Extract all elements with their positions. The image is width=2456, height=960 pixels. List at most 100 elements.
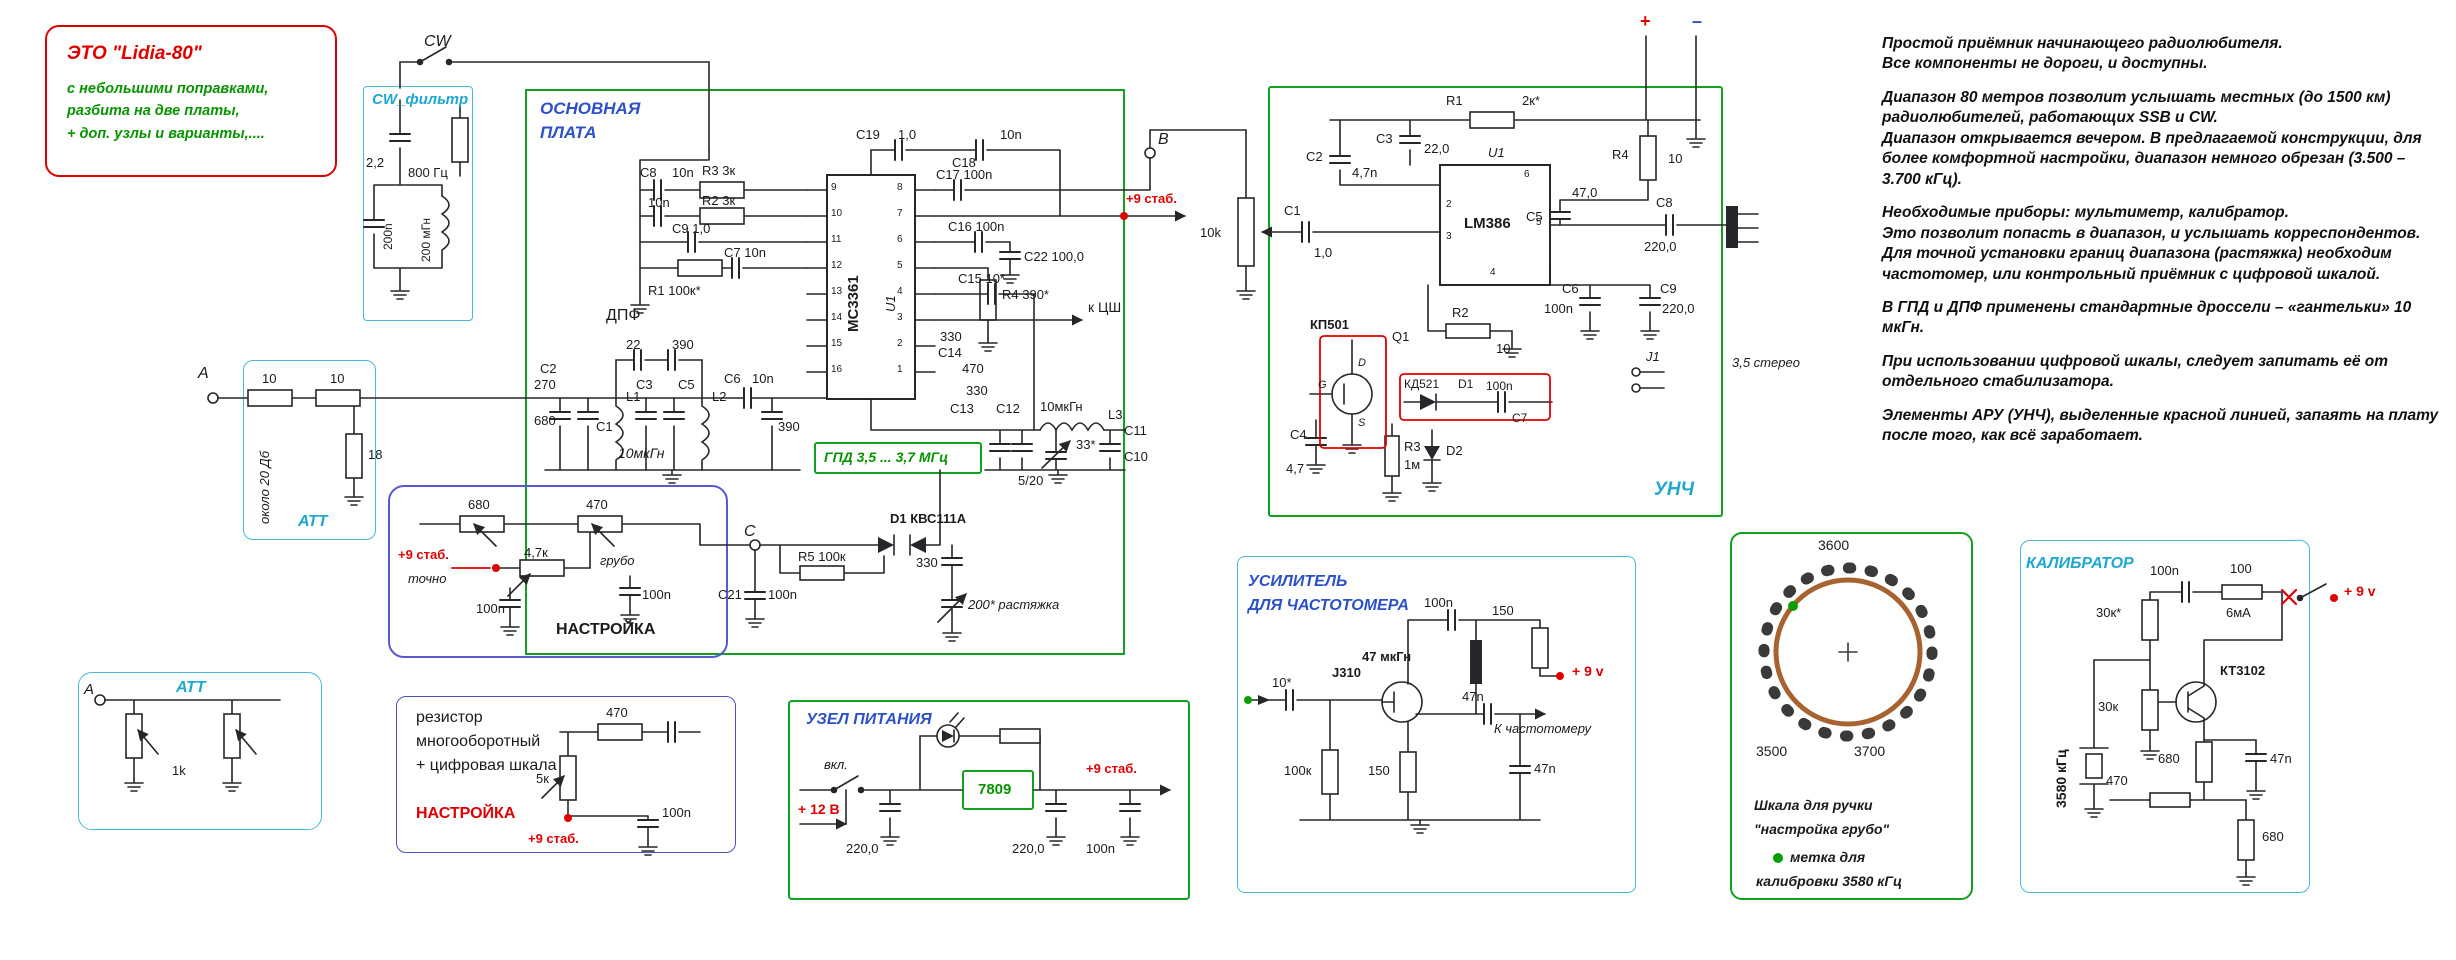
schematic-label: 150 — [1368, 763, 1390, 778]
schematic-label: АТТ — [298, 513, 328, 530]
schematic-label: 200 мГн — [419, 217, 433, 262]
schematic-label: УНЧ — [1654, 479, 1695, 500]
audio-amp-circuit — [1236, 35, 1759, 502]
schematic-label: C6 — [724, 371, 741, 386]
schematic-label: 5/20 — [1018, 473, 1044, 488]
schematic-label: 10n — [1000, 127, 1022, 142]
schematic-label: R1 — [1446, 93, 1463, 108]
schematic-label: НАСТРОЙКА — [556, 621, 656, 638]
calibrator-circuit — [2079, 581, 2327, 886]
schematic-label: КТ3102 — [2220, 663, 2266, 678]
power-supply-circuit — [799, 712, 1172, 846]
schematic-label: 10n — [648, 195, 670, 210]
schematic-label: 10* — [1272, 675, 1292, 690]
schematic-label: 30к* — [2096, 605, 2122, 620]
schematic-label: 2к* — [1522, 93, 1540, 108]
schematic-label: 33* — [1076, 437, 1096, 452]
schematic-label: C12 — [996, 401, 1020, 416]
schematic-label: КП501 — [1310, 317, 1349, 332]
schematic-label: точно — [408, 571, 447, 586]
schematic-label: + 12 В — [798, 801, 840, 817]
schematic-label: 470 — [962, 361, 984, 376]
schematic-label: 680 — [468, 497, 490, 512]
schematic-label: около 20 Дб — [257, 450, 272, 524]
schematic-label: 3500 — [1756, 743, 1788, 759]
cw-filter-circuit — [363, 46, 710, 300]
ic-pin-number: 11 — [831, 234, 842, 245]
schematic-label: грубо — [600, 553, 635, 568]
schematic-label: резистор — [416, 709, 483, 726]
schematic-label: 3600 — [1818, 537, 1850, 553]
schematic-label: L3 — [1108, 407, 1123, 422]
schematic-label: 5к — [536, 771, 549, 786]
schematic-label: + 9 v — [2344, 583, 2376, 599]
schematic-label: 22 — [626, 337, 641, 352]
schematic-label: C2 — [1306, 149, 1323, 164]
schematic-label: С — [744, 523, 756, 540]
schematic-label: 10 — [330, 371, 345, 386]
schematic-label: 10мкГн — [618, 445, 665, 461]
ic-pin-number: 2 — [897, 338, 903, 349]
schematic-label: R2 3к — [702, 193, 736, 208]
schematic-label: J310 — [1332, 665, 1361, 680]
schematic-label: 100n — [662, 805, 691, 820]
supply-point-dots — [492, 212, 2338, 822]
schematic-label: 680 — [534, 413, 556, 428]
schematic-label: Q1 — [1392, 329, 1410, 344]
schematic-label: C3 — [636, 377, 653, 392]
schematic-label: ДЛЯ ЧАСТОТОМЕРА — [1248, 597, 1409, 614]
schematic-label: C5 — [678, 377, 695, 392]
schematic-label: CW_фильтр — [372, 91, 469, 108]
schematic-label: 47,0 — [1572, 185, 1598, 200]
schematic-label: 4 — [1490, 267, 1496, 278]
schematic-label: +9 стаб. — [398, 547, 449, 562]
schematic-label: 10 — [262, 371, 277, 386]
schematic-label: 100к — [1284, 763, 1312, 778]
input-bandpass-circuit — [207, 349, 831, 506]
schematic-label: C14 — [938, 345, 962, 360]
description-notes: Простой приёмник начинающего радиолюбите… — [1882, 34, 2448, 460]
schematic-label: C9 — [1660, 281, 1677, 296]
schematic-label: C18 — [952, 155, 976, 170]
title-note-line: с небольшими поправками, — [67, 80, 269, 97]
freq-meter-amp-box — [1237, 556, 1636, 893]
schematic-label: 47n — [2270, 751, 2292, 766]
ic-pin-number: 15 — [831, 338, 843, 349]
ic-pin-number: 6 — [897, 234, 903, 245]
schematic-label: 30к — [2098, 699, 2119, 714]
schematic-label: 2,2 — [366, 155, 385, 170]
ic-pin-number: 9 — [831, 182, 837, 193]
schematic-label: 22,0 — [1424, 141, 1450, 156]
regulator-7809-box — [962, 770, 1034, 810]
note-paragraph: Элементы АРУ (УНЧ), выделенные красной л… — [1882, 406, 2439, 445]
schematic-label: 220,0 — [1644, 239, 1677, 254]
schematic-label: L1 — [626, 389, 641, 404]
schematic-label: C16 100n — [948, 219, 1005, 234]
schematic-label: 100n — [1086, 841, 1115, 856]
schematic-label: +9 стаб. — [528, 831, 579, 846]
schematic-label: 3 — [1446, 231, 1452, 242]
multiturn-resistor-box — [396, 696, 736, 853]
schematic-label: D — [1358, 357, 1366, 369]
schematic-label: 390 — [672, 337, 694, 352]
schematic-label: вкл. — [824, 757, 848, 772]
schematic-label: 1k — [172, 763, 186, 778]
tuning-circuit — [419, 515, 761, 636]
schematic-label: C9 1,0 — [672, 221, 711, 236]
schematic-label: C11 — [1124, 423, 1147, 438]
schematic-label: D1 КВС111А — [890, 511, 967, 526]
schematic-label: 150 — [1492, 603, 1514, 618]
schematic-label: C7 — [1512, 411, 1528, 425]
schematic-label: 330 — [916, 555, 938, 570]
schematic-label: 470 — [2106, 773, 2128, 788]
schematic-label: 680 — [2262, 829, 2284, 844]
schematic-label: 3,5 стерео — [1732, 355, 1800, 370]
schematic-label: ПЛАТА — [540, 123, 597, 142]
schematic-label: 680 — [2158, 751, 2180, 766]
power-supply-box — [788, 700, 1190, 900]
schematic-label: 200* растяжка — [968, 597, 1060, 612]
schematic-label: А — [84, 681, 95, 698]
schematic-label: 100n — [1486, 379, 1513, 393]
dial-scale-drawing — [1758, 562, 1938, 863]
